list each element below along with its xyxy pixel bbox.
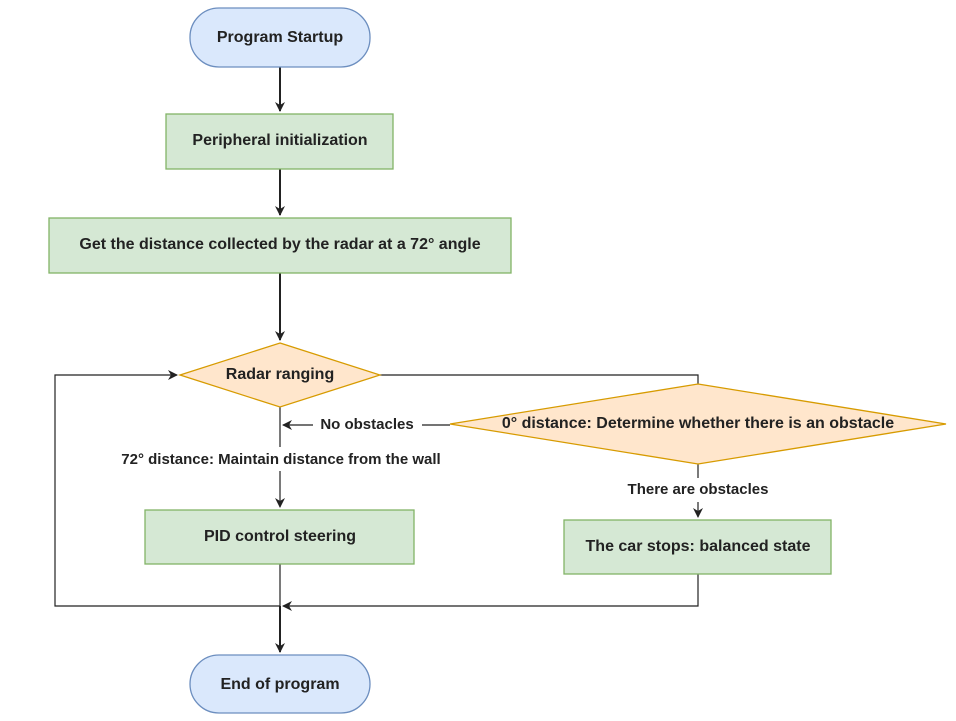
node-end: End of program <box>189 654 371 714</box>
init-process-shape <box>165 113 394 170</box>
node-get-distance: Get the distance collected by the radar … <box>48 217 512 274</box>
obstacle-check-label: 0° distance: Determine whether there is … <box>502 415 894 432</box>
node-car-stops: The car stops: balanced state <box>563 519 832 575</box>
node-init: Peripheral initialization <box>165 113 394 170</box>
edge-label-there-are-obstacles: There are obstacles <box>628 481 769 498</box>
node-radar-ranging: Radar ranging <box>177 342 383 408</box>
connectors <box>54 67 703 653</box>
edge-label-maintain-distance: 72° distance: Maintain distance from the… <box>121 451 440 468</box>
pid-process-shape <box>144 509 415 565</box>
edge-pid-loop-back <box>54 370 281 607</box>
end-terminal-shape <box>189 654 371 714</box>
start-label: Program Startup <box>217 29 343 46</box>
start-terminal-shape <box>189 7 371 68</box>
edge-radar-to-obstacle-check <box>380 374 699 384</box>
get-distance-label: Get the distance collected by the radar … <box>79 236 480 253</box>
node-obstacle-check: 0° distance: Determine whether there is … <box>449 383 947 465</box>
radar-ranging-decision-shape <box>177 342 383 408</box>
node-pid: PID control steering <box>144 509 415 565</box>
init-label: Peripheral initialization <box>192 132 367 149</box>
obstacle-check-decision-shape <box>449 383 947 465</box>
edge-label-no-obstacles: No obstacles <box>320 416 413 433</box>
get-distance-process-shape <box>48 217 512 274</box>
radar-ranging-label: Radar ranging <box>226 366 334 383</box>
node-start: Program Startup <box>189 7 371 68</box>
car-stops-label: The car stops: balanced state <box>586 538 811 555</box>
pid-label: PID control steering <box>204 528 356 545</box>
edge-car-stops-merge <box>282 574 699 611</box>
car-stops-process-shape <box>563 519 832 575</box>
end-label: End of program <box>220 676 339 693</box>
